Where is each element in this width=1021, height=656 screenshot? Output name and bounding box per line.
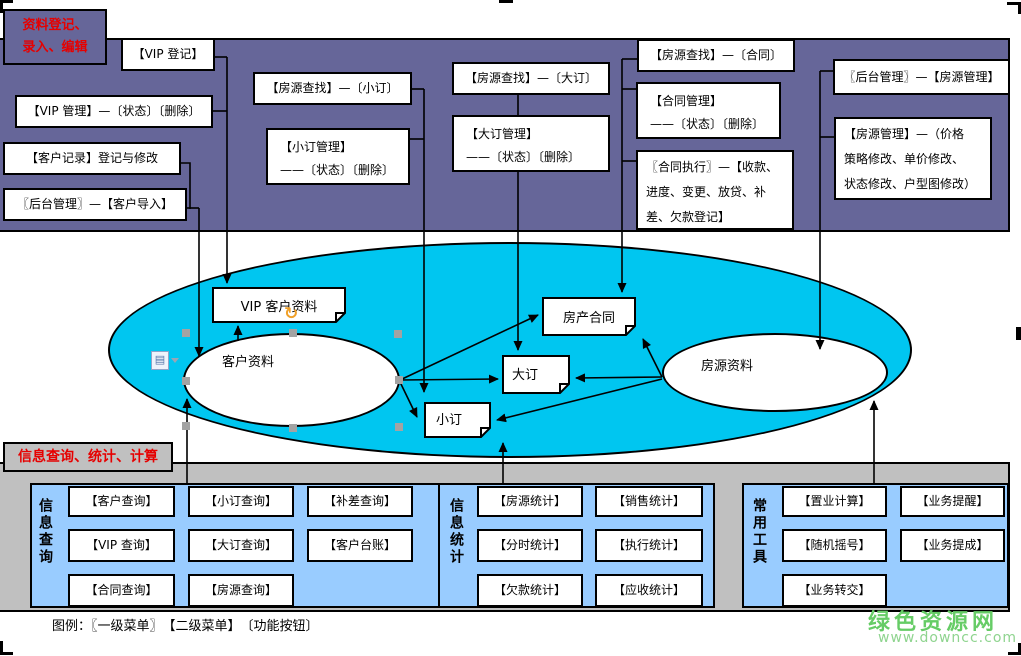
page-mark-bottom-right-h <box>1008 652 1021 655</box>
btn-business-remind[interactable]: 【业务提醒】 <box>900 486 1005 517</box>
contract-label: 房产合同 <box>562 311 615 326</box>
btn-time-stats[interactable]: 【分时统计】 <box>477 529 583 562</box>
small-order-label: 小订 <box>436 413 463 428</box>
box-contract-manage[interactable]: 【合同管理】 ——〔状态〕〔删除〕 <box>636 82 781 139</box>
selection-handle-sw[interactable] <box>182 422 190 430</box>
page-mark-top-right-h <box>1007 2 1021 5</box>
box-contract-execute[interactable]: 〖合同执行〗—【收款、 进度、变更、放贷、补 差、欠款登记】 <box>636 150 794 230</box>
btn-customer-ledger[interactable]: 【客户台账】 <box>307 529 413 562</box>
page-mark-bottom-left-v <box>0 641 3 655</box>
box-backend-customer-import[interactable]: 〖后台管理〗—【客户导入】 <box>3 188 187 221</box>
btn-purchase-calc[interactable]: 【置业计算】 <box>782 486 887 517</box>
btn-big-order-query[interactable]: 【大订查询】 <box>188 529 294 562</box>
page-mark-bottom-left-h <box>0 652 13 655</box>
watermark-site-name: 绿色资源网 <box>868 610 999 635</box>
page-mark-top-center <box>499 0 513 3</box>
btn-customer-query[interactable]: 【客户查询】 <box>68 486 175 517</box>
page-mark-right-middle <box>1016 327 1021 340</box>
btn-execute-stats[interactable]: 【执行统计】 <box>595 529 703 562</box>
big-order-label: 大订 <box>512 368 539 383</box>
box-listing-search-contract[interactable]: 【房源查找】—〔合同〕 <box>637 39 795 72</box>
query-panel-label: 信息查询 <box>37 498 53 566</box>
vip-customer-label: VIP 客户资料 <box>240 300 318 315</box>
page-mark-top-left-h <box>0 0 13 3</box>
selection-handle-s[interactable] <box>289 424 297 432</box>
top-section-title: 资料登记、 录入、编辑 <box>3 9 107 65</box>
selection-handle-nw[interactable] <box>182 329 190 337</box>
customer-data-label: 客户资料 <box>222 355 275 370</box>
box-listing-search-small-order[interactable]: 【房源查找】—〔小订〕 <box>253 72 412 105</box>
smart-tag-dropdown-icon[interactable] <box>171 358 179 363</box>
listing-data-ellipse[interactable] <box>662 333 888 412</box>
btn-business-commission[interactable]: 【业务提成】 <box>900 529 1005 562</box>
stats-panel-label: 信息统计 <box>448 498 464 566</box>
bottom-section-title: 信息查询、统计、计算 <box>3 442 173 472</box>
box-small-order-manage[interactable]: 【小订管理】 ——〔状态〕〔删除〕 <box>266 128 410 185</box>
btn-listing-stats[interactable]: 【房源统计】 <box>477 486 583 517</box>
selection-handle-n[interactable] <box>289 329 297 337</box>
box-vip-register[interactable]: 【VIP 登记】 <box>121 38 215 71</box>
box-customer-record[interactable]: 【客户记录】登记与修改 <box>3 142 181 175</box>
btn-arrears-stats[interactable]: 【欠款统计】 <box>477 574 583 607</box>
selection-handle-ne[interactable] <box>394 330 402 338</box>
btn-small-order-query[interactable]: 【小订查询】 <box>188 486 294 517</box>
btn-contract-query[interactable]: 【合同查询】 <box>68 574 175 607</box>
box-vip-manage[interactable]: 【VIP 管理】—〔状态〕〔删除〕 <box>15 95 213 128</box>
rotate-handle-icon[interactable]: ↻ <box>284 304 299 324</box>
box-listing-manage-price[interactable]: 【房源管理】—（价格 策略修改、单价修改、 状态修改、户型图修改） <box>834 117 992 200</box>
btn-sales-stats[interactable]: 【销售统计】 <box>595 486 703 517</box>
selection-handle-e[interactable] <box>395 376 403 384</box>
tools-panel-label: 常用工具 <box>751 498 767 566</box>
box-big-order-manage[interactable]: 【大订管理】 ——〔状态〕〔删除〕 <box>452 115 610 172</box>
btn-listing-query[interactable]: 【房源查询】 <box>188 574 294 607</box>
btn-business-transfer[interactable]: 【业务转交】 <box>782 574 887 607</box>
btn-vip-query[interactable]: 【VIP 查询】 <box>68 529 175 562</box>
watermark-site-url: www.downcc.com <box>878 630 1018 646</box>
legend: 图例：〖一级菜单〗 【二级菜单】 〔功能按钮〕 <box>52 619 319 634</box>
page-mark-top-left-v <box>0 0 3 13</box>
selection-handle-se[interactable] <box>395 423 403 431</box>
btn-diff-query[interactable]: 【补差查询】 <box>307 486 413 517</box>
btn-random-lottery[interactable]: 【随机摇号】 <box>782 529 887 562</box>
page-mark-top-right-v <box>1018 2 1021 14</box>
box-backend-listing-manage[interactable]: 〖后台管理〗—【房源管理】 <box>833 59 1010 95</box>
selection-handle-w[interactable] <box>182 377 190 385</box>
smart-tag-icon[interactable]: ▤ <box>151 351 169 370</box>
listing-data-label: 房源资料 <box>701 359 754 374</box>
page-mark-bottom-right-v <box>1018 643 1021 655</box>
btn-receivable-stats[interactable]: 【应收统计】 <box>595 574 703 607</box>
customer-data-ellipse[interactable] <box>183 333 400 427</box>
box-listing-search-big-order[interactable]: 【房源查找】—〔大订〕 <box>452 62 610 95</box>
